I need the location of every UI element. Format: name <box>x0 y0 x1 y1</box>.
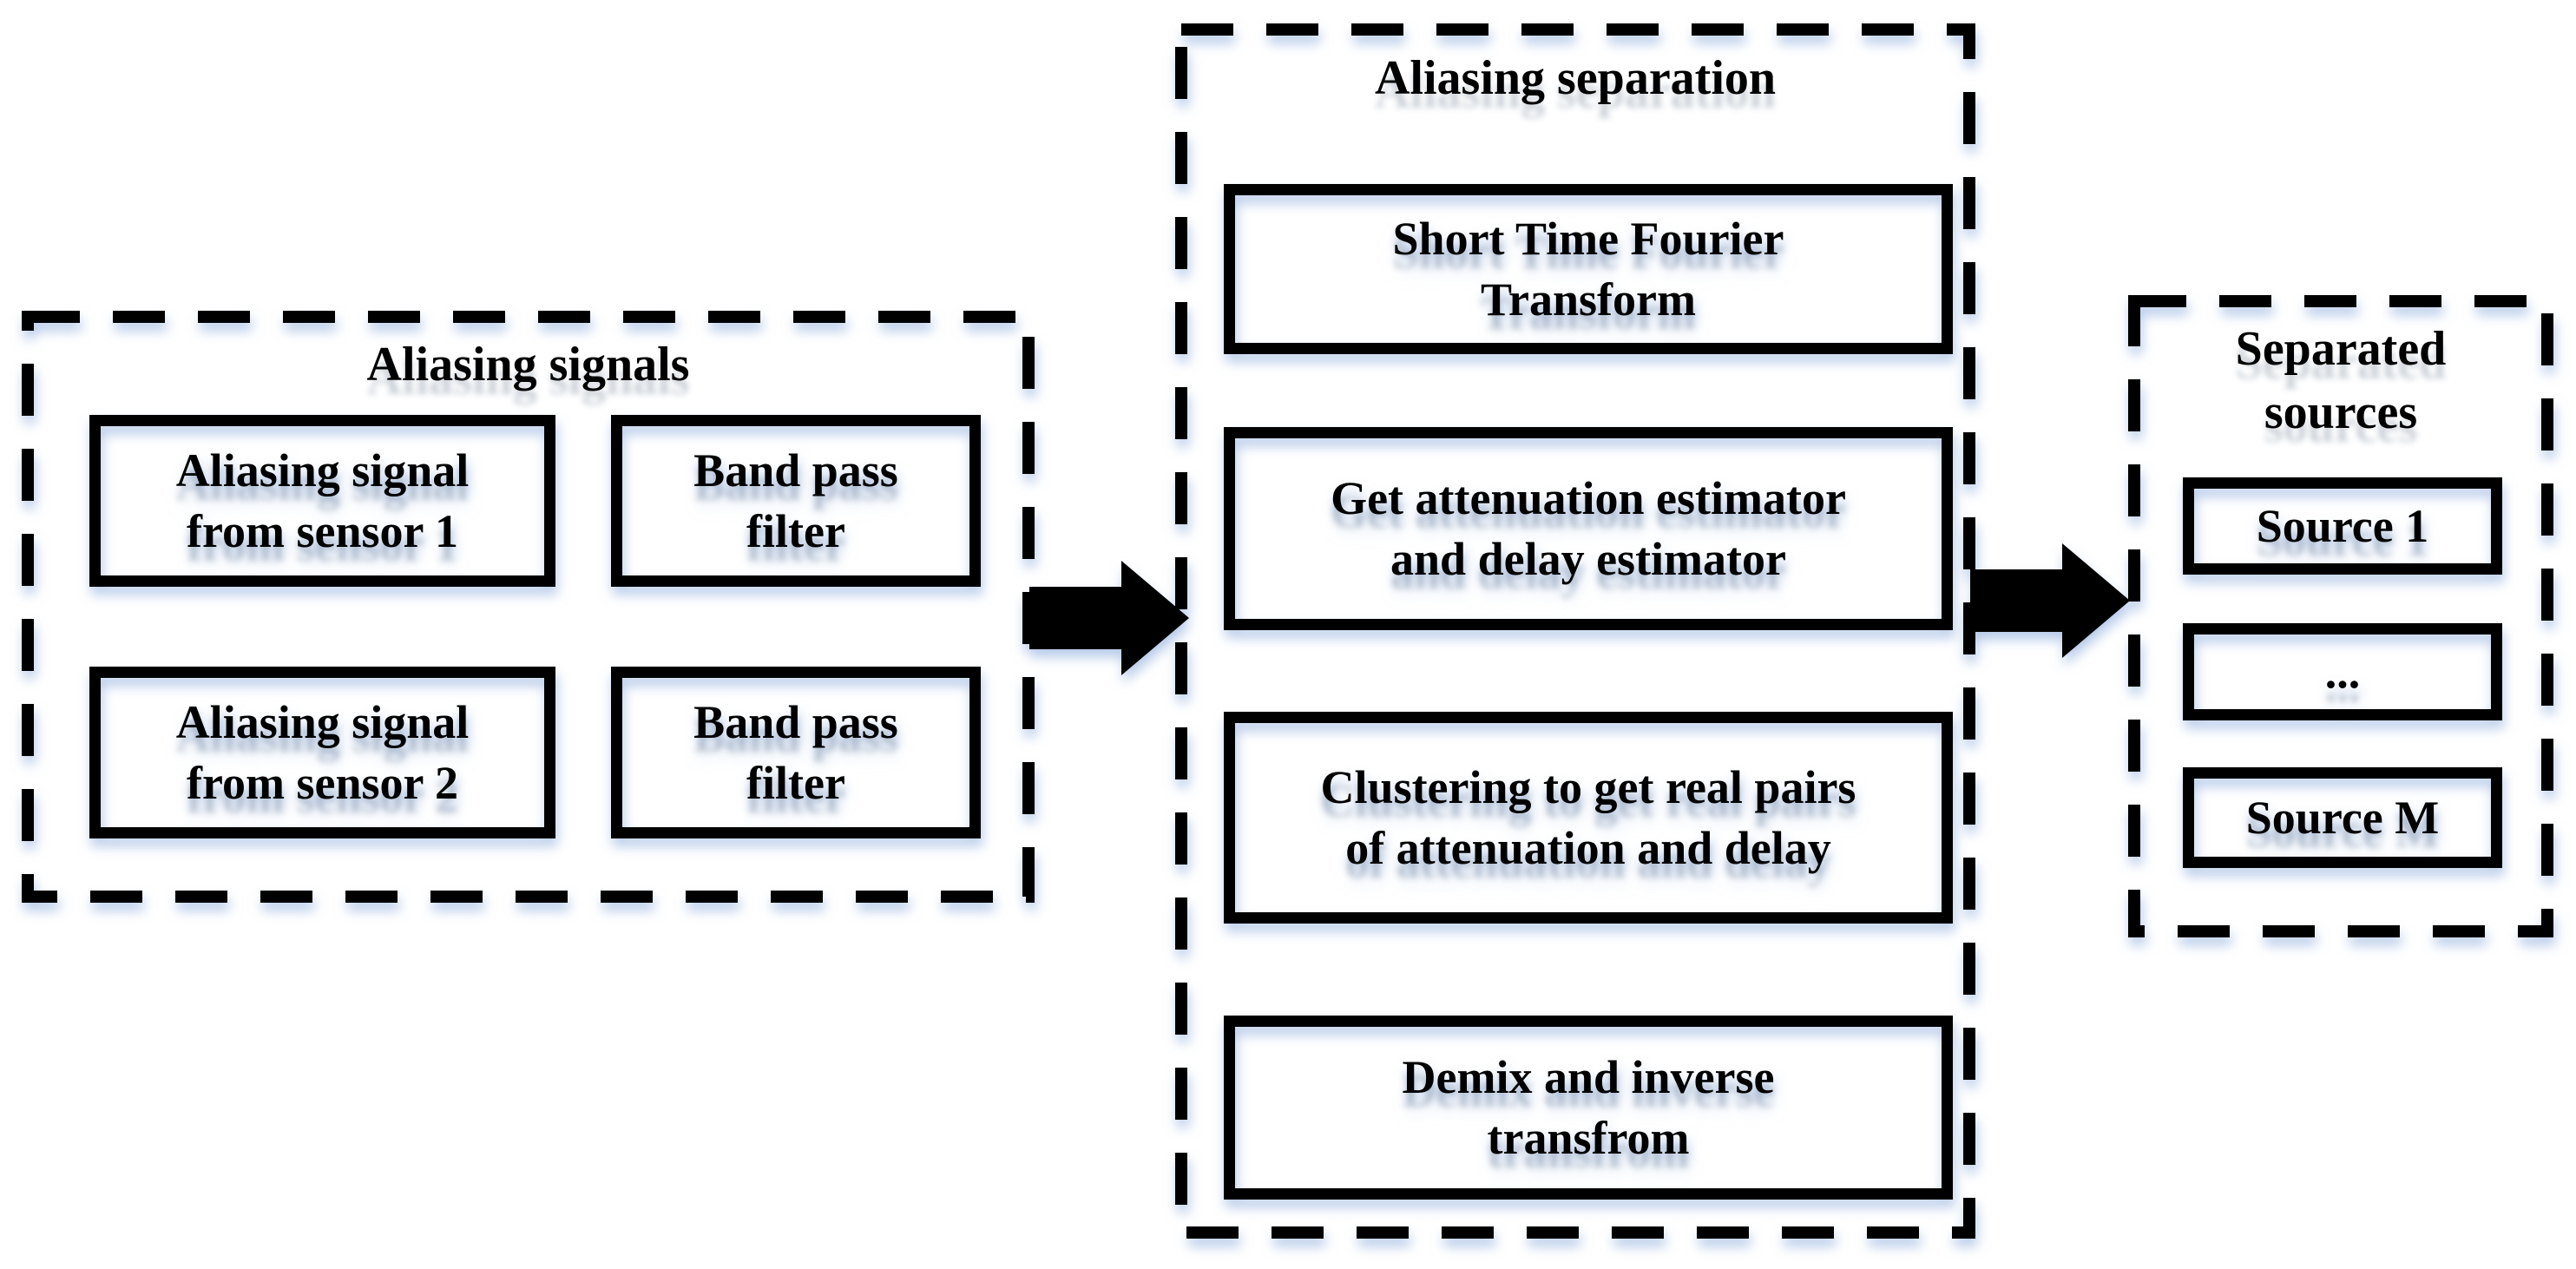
box-label: Short Time Fourier Transform <box>1392 212 1784 325</box>
box-label: Source M <box>2245 791 2440 844</box>
box-label: Clustering to get real pairs of attenuat… <box>1320 760 1856 874</box>
box-label: Get attenuation estimator and delay esti… <box>1331 471 1846 585</box>
dashed-border-aliasing-signals <box>22 311 1035 903</box>
box-label: Aliasing signal from sensor 2 <box>175 695 470 809</box>
group-title-aliasing-signals: Aliasing signals <box>366 338 690 391</box>
box-band-pass-filter-bottom: Band pass filter <box>611 667 981 838</box>
box-label: Band pass filter <box>693 695 898 809</box>
box-attenuation-delay-estimator: Get attenuation estimator and delay esti… <box>1224 427 1953 630</box>
box-band-pass-filter-top: Band pass filter <box>611 415 981 587</box>
arrow-signals-to-separation-icon <box>1029 561 1189 675</box>
box-label: Demix and inverse transfrom <box>1402 1050 1775 1164</box>
box-aliasing-signal-sensor-2: Aliasing signal from sensor 2 <box>89 667 555 838</box>
box-source-1: Source 1 <box>2183 477 2502 575</box>
group-title-aliasing-separation: Aliasing separation <box>1374 51 1777 105</box>
box-label: Source 1 <box>2256 499 2429 552</box>
box-demix-inverse-transform: Demix and inverse transfrom <box>1224 1016 1953 1200</box>
arrow-separation-to-sources-icon <box>1970 543 2130 658</box>
box-source-m: Source M <box>2183 767 2502 868</box>
box-label: Aliasing signal from sensor 1 <box>175 444 470 557</box>
box-short-time-fourier-transform: Short Time Fourier Transform <box>1224 184 1953 354</box>
dashed-border-separated-sources <box>2128 295 2553 937</box>
box-clustering-real-pairs: Clustering to get real pairs of attenuat… <box>1224 712 1953 924</box>
group-title-separated-sources: Separated sources <box>2235 322 2447 439</box>
dashed-border-aliasing-separation <box>1175 23 1975 1239</box>
box-label: Band pass filter <box>693 444 898 557</box>
box-source-ellipsis: ... <box>2183 623 2502 720</box>
box-label: ... <box>2324 645 2361 698</box>
box-aliasing-signal-sensor-1: Aliasing signal from sensor 1 <box>89 415 555 587</box>
